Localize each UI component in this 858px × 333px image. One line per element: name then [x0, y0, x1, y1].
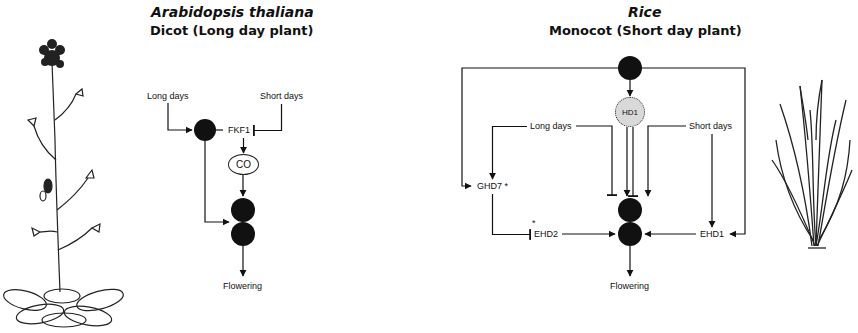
pathway-wire [462, 68, 745, 276]
pathway-connector [253, 104, 282, 131]
node-text: HD1 [622, 107, 638, 118]
pathway-connector [493, 194, 532, 235]
node-text: GHD7 * [477, 181, 508, 192]
condition-label: Long days [145, 90, 191, 103]
condition-label: Short days [258, 90, 305, 103]
arabidopsis-plant [1, 62, 125, 329]
node-text: Short days [260, 91, 303, 102]
node-text: Long days [530, 121, 572, 132]
species-heading: Arabidopsis thaliana [151, 4, 314, 20]
pathway-connector [493, 127, 528, 180]
protein-circle [194, 119, 255, 246]
pathway-connector [711, 134, 712, 227]
gene-oval: CO [228, 154, 259, 175]
gene-circle: HD1 [615, 97, 645, 127]
protein-circle [618, 56, 642, 246]
condition-label: Short days [687, 120, 734, 133]
node-text: EHD2 [534, 229, 558, 240]
node-text: Long days [147, 91, 189, 102]
node-text: Flowering [223, 281, 262, 292]
node-text: Short days [689, 121, 732, 132]
condition-label: Long days [528, 120, 574, 133]
rice-plant [772, 80, 852, 248]
gene-label: EHD1 [698, 228, 726, 241]
flower-cluster [39, 39, 65, 68]
group-heading: Dicot (Long day plant) [150, 23, 314, 38]
node-text: Flowering [610, 281, 649, 292]
pathway-connector [243, 138, 244, 153]
node-text: CO [236, 159, 251, 170]
footnote-mark: * [532, 218, 536, 228]
output-label: Flowering [221, 280, 264, 293]
gene-label: GHD7 * [475, 180, 510, 193]
gene-label: FKF1 [226, 124, 252, 137]
node-text: FKF1 [228, 125, 250, 136]
node-text: EHD1 [700, 229, 724, 240]
group-heading: Monocot (Short day plant) [549, 23, 742, 38]
species-heading: Rice [628, 4, 661, 20]
output-label: Flowering [608, 280, 651, 293]
gene-label: EHD2 [532, 228, 560, 241]
